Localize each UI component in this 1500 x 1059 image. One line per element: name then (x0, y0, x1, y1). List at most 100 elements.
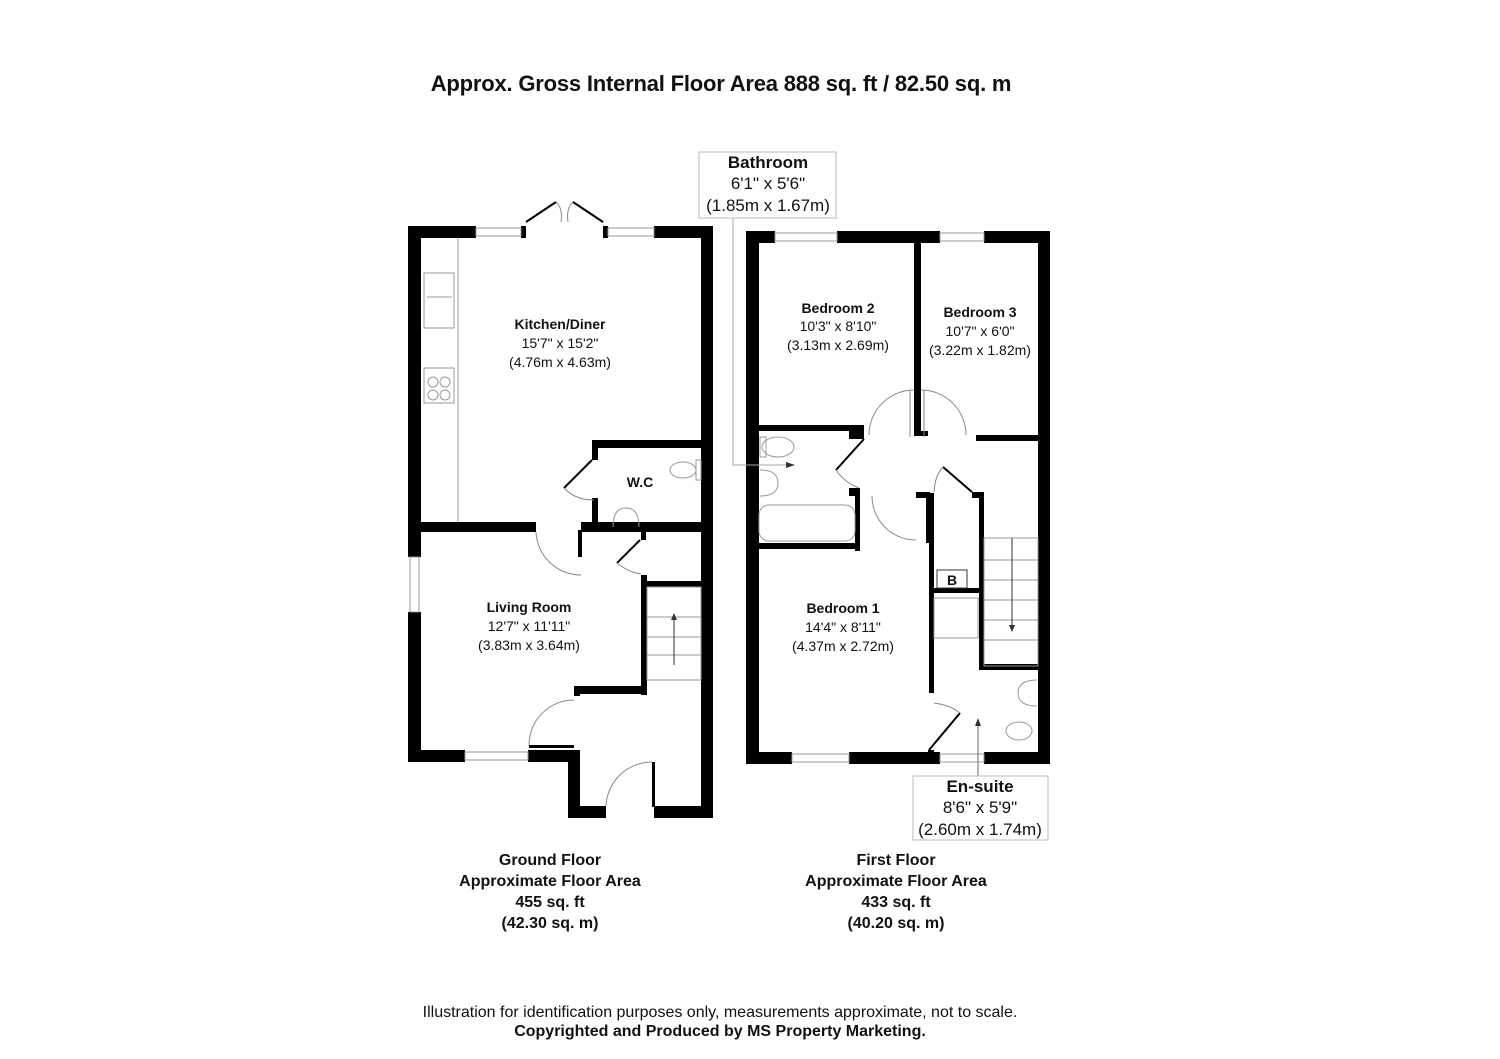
wall (408, 226, 476, 238)
room-name-bathroom: Bathroom (728, 153, 808, 172)
room-size-imperial: 6'1" x 5'6" (731, 174, 805, 193)
window (607, 227, 655, 237)
window (791, 753, 850, 763)
wall (654, 226, 713, 238)
wall (646, 581, 701, 587)
wall (746, 752, 792, 764)
wall (568, 750, 580, 818)
boiler-cupboard (936, 569, 968, 589)
toilet-icon (669, 461, 697, 479)
copyright-text: Copyrighted and Produced by MS Property … (514, 1023, 926, 1040)
room-size-imperial: 15'7" x 15'2" (522, 335, 599, 351)
room-size-imperial: 10'3" x 8'10" (800, 318, 877, 334)
wall (652, 762, 655, 807)
room-size-metric: (3.22m x 1.82m) (929, 342, 1031, 358)
room-size-metric: (4.37m x 2.72m) (792, 638, 894, 654)
wall (855, 488, 860, 551)
floor-area-label: Approximate Floor Area (805, 873, 987, 890)
wall (408, 226, 421, 557)
wall (916, 492, 929, 498)
basin-icon (1017, 679, 1038, 707)
shower-icon (933, 597, 979, 639)
wall (574, 686, 580, 696)
room-size-imperial: 10'7" x 6'0" (946, 323, 1015, 339)
room-size-metric: (3.83m x 3.64m) (478, 637, 580, 653)
wall (1038, 231, 1050, 764)
wall (914, 431, 928, 436)
wall (408, 612, 421, 762)
room-name-living: Living Room (487, 599, 572, 615)
room-size-imperial: 8'6" x 5'9" (943, 798, 1017, 817)
room-name-bedroom3: Bedroom 3 (943, 304, 1016, 320)
room-name-bedroom1: Bedroom 1 (806, 600, 879, 616)
window (464, 751, 529, 761)
window (939, 232, 985, 242)
wall (408, 750, 465, 762)
wall (746, 231, 759, 764)
wall (914, 240, 921, 436)
window (939, 753, 985, 763)
wall (837, 231, 940, 243)
wall (849, 488, 859, 496)
window (475, 227, 522, 237)
wall (521, 226, 526, 238)
room-name-bedroom2: Bedroom 2 (801, 300, 874, 316)
basin-icon (759, 469, 779, 497)
boiler-label: B (947, 572, 957, 588)
room-size-metric: (1.85m x 1.67m) (706, 196, 830, 215)
kitchen-sink-icon (423, 272, 455, 329)
room-name-kitchen: Kitchen/Diner (514, 316, 606, 332)
room-size-metric: (4.76m x 4.63m) (509, 354, 611, 370)
wall (603, 226, 608, 238)
toilet-icon (1005, 721, 1033, 741)
wall (849, 752, 940, 764)
basin-icon (612, 507, 640, 528)
wall (929, 493, 934, 693)
wall (574, 686, 646, 694)
wall (926, 492, 930, 543)
floor-name: First Floor (856, 852, 936, 869)
bath-icon (758, 504, 856, 542)
floor-area-sqm: (42.30 sq. m) (501, 915, 599, 932)
wall (641, 575, 647, 695)
wall (972, 492, 982, 498)
room-size-imperial: 14'4" x 8'11" (805, 619, 881, 635)
room-size-metric: (3.13m x 2.69m) (787, 337, 889, 353)
room-name-ensuite: En-suite (946, 777, 1013, 796)
wall (932, 588, 982, 593)
hob-icon (423, 367, 455, 404)
wall (592, 440, 713, 448)
floor-area-label: Approximate Floor Area (459, 873, 641, 890)
floor-area-sqm: (40.20 sq. m) (847, 915, 945, 932)
floor-name: Ground Floor (498, 852, 602, 869)
room-size-imperial: 12'7" x 11'11" (488, 618, 571, 634)
wall (928, 750, 934, 756)
floor-area-sqft: 455 sq. ft (515, 894, 585, 911)
wall (408, 522, 536, 532)
wall (976, 435, 1041, 441)
wall (592, 498, 598, 528)
wall (979, 492, 984, 670)
wall (581, 522, 713, 532)
wall (578, 530, 582, 557)
window (774, 232, 838, 242)
wall (529, 745, 574, 748)
wall (756, 425, 864, 431)
gross-floor-area-title: Approx. Gross Internal Floor Area 888 sq… (430, 71, 1012, 96)
room-size-metric: (2.60m x 1.74m) (918, 820, 1042, 839)
wall (528, 750, 580, 762)
toilet-icon (761, 436, 795, 458)
footer: Illustration for identification purposes… (0, 1003, 1440, 1041)
wall (568, 806, 606, 818)
wall (756, 543, 860, 549)
room-name-wc: W.C (627, 474, 653, 490)
ground-floor-summary: Ground Floor Approximate Floor Area 455 … (430, 850, 670, 934)
wall (979, 664, 1041, 670)
disclaimer-text: Illustration for identification purposes… (422, 1004, 1018, 1021)
first-floor-summary: First Floor Approximate Floor Area 433 s… (776, 850, 1016, 934)
wall (641, 530, 646, 540)
wall (984, 231, 1050, 243)
window (409, 556, 420, 613)
wall (849, 425, 864, 439)
floor-area-sqft: 433 sq. ft (861, 894, 931, 911)
